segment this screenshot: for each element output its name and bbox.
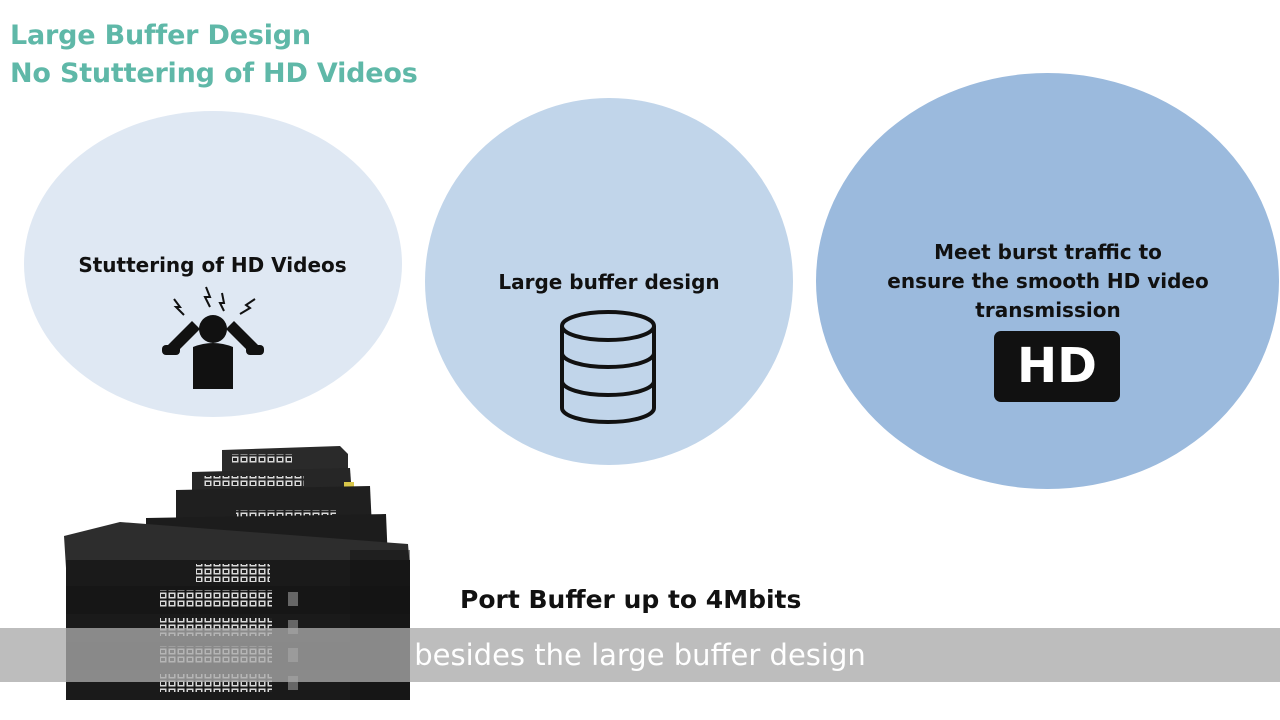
- buffer-circle: [425, 98, 793, 465]
- hd-icon: HD: [994, 331, 1120, 402]
- stuttering-label: Stuttering of HD Videos: [78, 253, 347, 277]
- smooth-video-label-line3: transmission: [975, 298, 1121, 322]
- port-buffer-text: Port Buffer up to 4Mbits: [460, 585, 802, 614]
- stressed-person-icon: [162, 286, 264, 389]
- smooth-video-label: Meet burst traffic to ensure the smooth …: [880, 238, 1216, 325]
- buffer-label: Large buffer design: [498, 270, 720, 294]
- slide-title-line2: No Stuttering of HD Videos: [10, 58, 418, 89]
- smooth-video-circle: [816, 73, 1279, 489]
- subtitle-bar: [0, 628, 1280, 682]
- slide-title-line1: Large Buffer Design: [10, 20, 311, 51]
- video-subtitle: besides the large buffer design: [414, 638, 866, 672]
- smooth-video-label-line1: Meet burst traffic to: [934, 240, 1162, 264]
- smooth-video-label-line2: ensure the smooth HD video: [887, 269, 1209, 293]
- database-icon: [560, 310, 656, 424]
